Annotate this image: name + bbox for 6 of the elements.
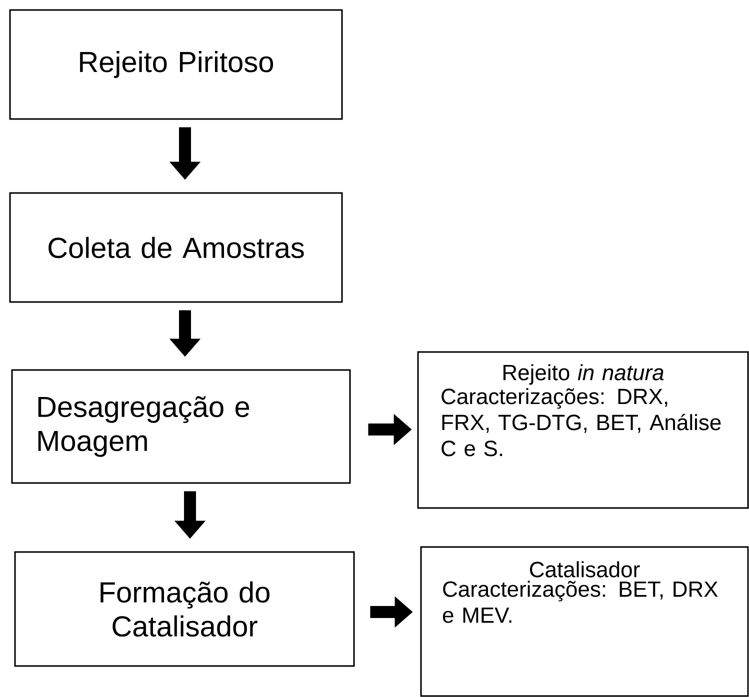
process-box: Rejeito Piritoso — [9, 9, 343, 120]
process-box: Catalisador Caracterizações: BET, DRX e MEV. — [420, 546, 749, 697]
process-box: Formação do Catalisador — [14, 551, 355, 667]
process-box: Desagregação e Moagem — [11, 369, 351, 484]
process-box: Rejeito in natura Caracterizações: DRX, FRX, TG-DTG, BET, Análise C e S. — [417, 351, 749, 509]
process-box: Coleta de Amostras — [9, 192, 343, 303]
